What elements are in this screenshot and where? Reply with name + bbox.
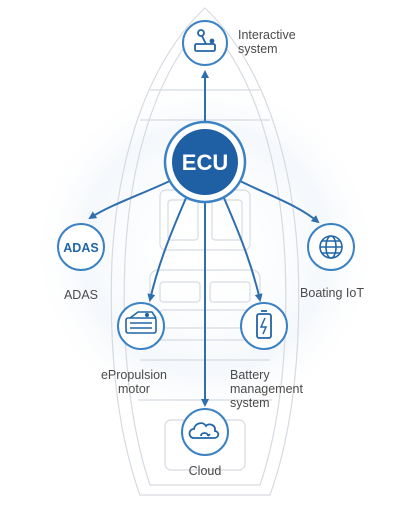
battery-icon [256, 310, 272, 339]
adas-badge-text: ADAS [63, 241, 98, 255]
motor-icon [125, 311, 157, 334]
battery-label-line3: system [230, 396, 270, 410]
globe-icon [319, 235, 343, 259]
cloud-label: Cloud [188, 464, 222, 478]
battery-node [240, 302, 288, 350]
ecu-label: ECU [182, 150, 228, 175]
epropulsion-label: ePropulsion motor [88, 368, 180, 396]
arrow-to-battery [223, 197, 263, 302]
battery-label-line2: management [230, 382, 303, 396]
interactive-system-label-line2: system [238, 42, 278, 56]
cloud-icon [188, 422, 220, 439]
cloud-node [181, 408, 229, 456]
joystick-icon [194, 29, 216, 52]
interactive-system-label: Interactive system [238, 28, 296, 56]
connector-arrows [88, 70, 320, 407]
adas-node: ADAS [57, 223, 105, 271]
epropulsion-label-line1: ePropulsion [100, 368, 167, 382]
boating-iot-label: Boating IoT [300, 286, 364, 300]
interactive-system-label-line1: Interactive [238, 28, 296, 42]
battery-label: Battery management system [230, 368, 303, 410]
arrow-to-adas [88, 179, 173, 220]
ecu-node: ECU [163, 120, 247, 204]
epropulsion-label-line2: motor [118, 382, 150, 396]
adas-label: ADAS [63, 288, 99, 302]
battery-label-line1: Battery [230, 368, 270, 382]
epropulsion-node [117, 302, 165, 350]
arrow-to-epropulsion [147, 197, 187, 302]
boating-iot-node [307, 223, 355, 271]
interactive-system-node [182, 20, 228, 66]
arrow-to-iot [237, 179, 320, 224]
